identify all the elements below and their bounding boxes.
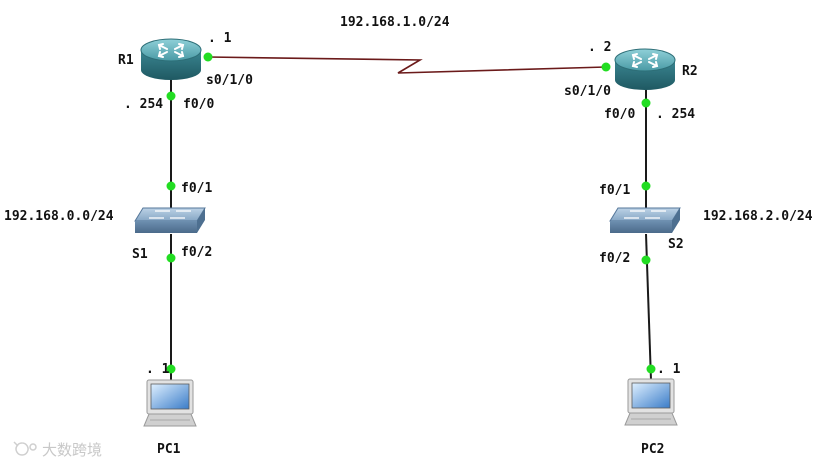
device-label-r1: R1 bbox=[118, 53, 134, 68]
port-dot-r1-lan bbox=[166, 91, 176, 101]
port-dot-r1-serial bbox=[203, 52, 213, 62]
network-label-wan: 192.168.1.0/24 bbox=[340, 15, 450, 30]
switch-arrows-icon bbox=[624, 210, 666, 219]
port-dot-pc1 bbox=[166, 364, 176, 374]
port-label-r1-lan: f0/0 bbox=[183, 97, 214, 112]
router-r1[interactable] bbox=[140, 38, 202, 80]
port-dot-r2-serial bbox=[601, 62, 611, 72]
port-label-s2-down: f0/2 bbox=[599, 251, 630, 266]
network-label-lan-left: 192.168.0.0/24 bbox=[4, 209, 114, 224]
device-label-s2: S2 bbox=[668, 237, 684, 252]
device-label-r2: R2 bbox=[682, 64, 698, 79]
serial-link-r1-r2 bbox=[207, 56, 607, 74]
router-r2[interactable] bbox=[614, 48, 676, 90]
pc-pc1[interactable] bbox=[143, 379, 197, 427]
network-label-lan-right: 192.168.2.0/24 bbox=[703, 209, 813, 224]
pc-pc2[interactable] bbox=[624, 378, 678, 426]
labels: 192.168.1.0/24 192.168.0.0/24 192.168.2.… bbox=[4, 15, 813, 457]
switch-s1[interactable] bbox=[134, 207, 206, 233]
watermark: 大数跨境 bbox=[13, 441, 102, 459]
port-label-r2-lan: f0/0 bbox=[604, 107, 635, 122]
port-status-dots bbox=[166, 52, 656, 374]
port-label-r1-serial: s0/1/0 bbox=[206, 73, 253, 88]
address-label-pc2: . 1 bbox=[657, 362, 681, 377]
port-label-s1-down: f0/2 bbox=[181, 245, 212, 260]
address-label-pc1: . 1 bbox=[146, 362, 170, 377]
port-label-s1-up: f0/1 bbox=[181, 181, 212, 196]
port-dot-s1-up bbox=[166, 181, 176, 191]
device-label-pc1: PC1 bbox=[157, 442, 181, 457]
port-dot-s2-up bbox=[641, 181, 651, 191]
port-dot-pc2 bbox=[646, 364, 656, 374]
address-label-r2-lan: . 254 bbox=[656, 107, 695, 122]
router-arrows-icon bbox=[157, 43, 185, 58]
device-label-pc2: PC2 bbox=[641, 442, 664, 457]
watermark-text: 大数跨境 bbox=[42, 441, 102, 459]
switch-s2[interactable] bbox=[609, 207, 681, 233]
port-dot-r2-lan bbox=[641, 98, 651, 108]
switch-arrows-icon bbox=[149, 210, 191, 219]
router-arrows-icon bbox=[631, 53, 659, 68]
address-label-r2-serial: . 2 bbox=[588, 40, 611, 55]
watermark-logo-icon bbox=[13, 441, 37, 456]
port-dot-s2-down bbox=[641, 255, 651, 265]
port-label-r2-serial: s0/1/0 bbox=[564, 84, 611, 99]
device-label-s1: S1 bbox=[132, 247, 148, 262]
port-dot-s1-down bbox=[166, 253, 176, 263]
links bbox=[170, 56, 652, 382]
port-label-s2-up: f0/1 bbox=[599, 183, 630, 198]
address-label-r1-serial: . 1 bbox=[208, 31, 232, 46]
address-label-r1-lan: . 254 bbox=[124, 97, 163, 112]
